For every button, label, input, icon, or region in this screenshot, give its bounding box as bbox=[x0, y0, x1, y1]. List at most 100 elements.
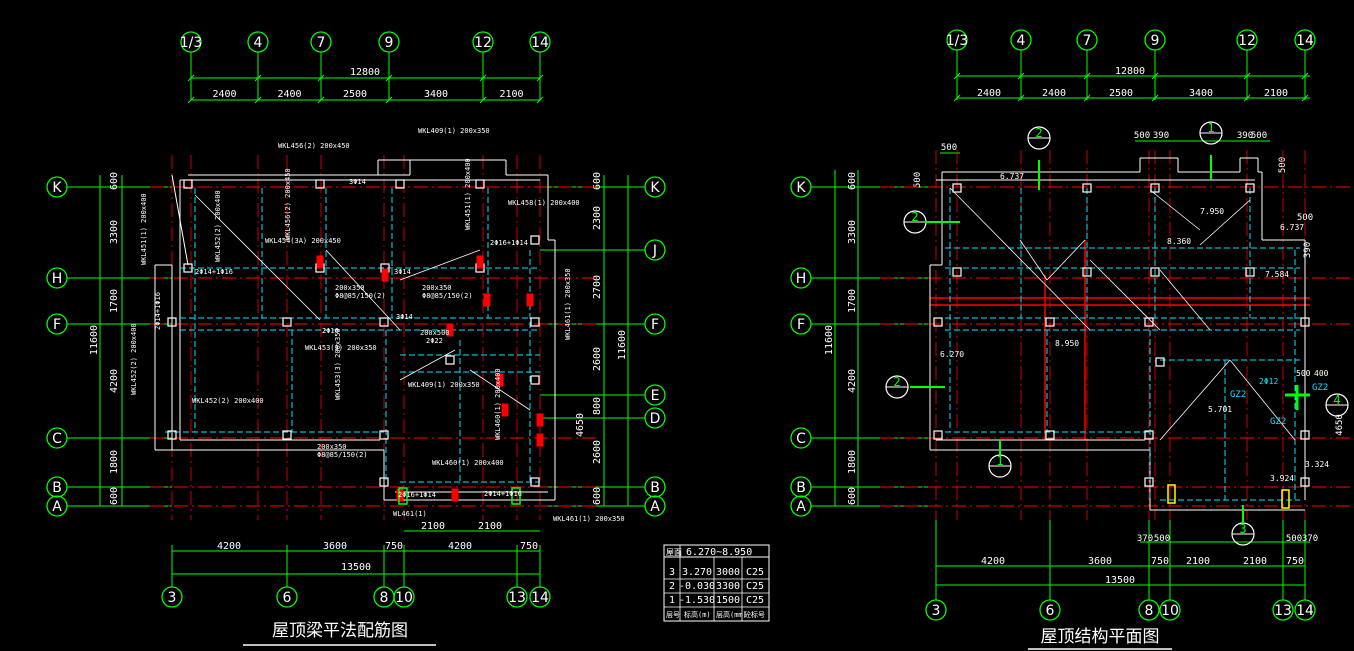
left-top-dim: 2400 bbox=[212, 89, 236, 100]
left-beam-label: 2Φ22 bbox=[426, 337, 443, 345]
right-top-axis-label: 9 bbox=[1151, 33, 1160, 49]
right-gz-label: GZ2 bbox=[1270, 417, 1286, 427]
left-beam-label: WKL460(1) 200x400 bbox=[494, 368, 502, 440]
section-mark-label: 4 bbox=[1333, 393, 1340, 407]
section-mark-label: 2 bbox=[1035, 126, 1042, 140]
right-note: 400 bbox=[1314, 369, 1329, 378]
left-diagonal bbox=[194, 194, 321, 321]
right-top-dim: 2400 bbox=[977, 88, 1001, 99]
left-beam-label: 2Φ14+1Φ16 bbox=[154, 292, 162, 330]
drawing-line bbox=[479, 74, 487, 82]
table-footer: 标高(m) bbox=[684, 610, 711, 619]
left-bottom-dim: 4200 bbox=[217, 541, 241, 552]
drawing-line bbox=[254, 96, 262, 104]
right-bottom-axis-label: 14 bbox=[1296, 603, 1314, 619]
left-column bbox=[167, 317, 177, 327]
right-top-axis-label: 12 bbox=[1238, 33, 1256, 49]
left-beam-label: 2Φ16+1Φ14 bbox=[398, 491, 436, 499]
drawing-line bbox=[1083, 94, 1091, 102]
right-title: 屋顶结构平面图 bbox=[1041, 627, 1160, 647]
table-cell: -0.030 bbox=[679, 581, 715, 592]
left-rebar-mark bbox=[381, 268, 389, 282]
right-side-small: 500 bbox=[1278, 157, 1288, 173]
left-bottom-axis-label: 6 bbox=[283, 590, 292, 606]
left-beam-label: WKL454(3A) 200x450 bbox=[265, 237, 341, 245]
right-column bbox=[1245, 183, 1255, 193]
table-cell: C25 bbox=[746, 595, 764, 606]
right-left-axis-label: K bbox=[796, 180, 806, 196]
right-left-dim: 3300 bbox=[847, 220, 858, 244]
left-beam-label: WKL453(3) 200x350 bbox=[305, 344, 377, 352]
left-right-axis-label: D bbox=[650, 411, 661, 427]
right-gz bbox=[1281, 489, 1290, 509]
left-title: 屋顶梁平法配筋图 bbox=[272, 621, 408, 641]
right-elevation: 6.270 bbox=[940, 350, 964, 359]
left-column bbox=[167, 430, 177, 440]
left-beam-label: Φ8@85/150(2) bbox=[317, 451, 368, 459]
left-beam-label: 3Φ14 bbox=[394, 268, 411, 276]
left-gz bbox=[398, 487, 408, 505]
right-column bbox=[1045, 317, 1055, 327]
left-column bbox=[530, 235, 540, 245]
left-beam-label: WKL409(1) 200x350 bbox=[408, 381, 480, 389]
right-column bbox=[1155, 357, 1165, 367]
right-column bbox=[933, 430, 943, 440]
table-cell: C25 bbox=[746, 581, 764, 592]
left-diagonal bbox=[399, 349, 456, 381]
left-column bbox=[379, 430, 389, 440]
right-elevation: 5.701 bbox=[1208, 405, 1232, 414]
left-rebar-mark bbox=[501, 403, 509, 417]
left-rebar-mark bbox=[476, 255, 484, 269]
left-top-dim: 2100 bbox=[499, 89, 523, 100]
left-right-axis-label: A bbox=[650, 499, 660, 515]
right-column bbox=[1300, 317, 1310, 327]
right-side-small: 390 bbox=[1303, 242, 1313, 258]
left-total-top: 12800 bbox=[350, 67, 380, 78]
table-cell: -1.530 bbox=[679, 595, 715, 606]
left-beam-label: 200x350 bbox=[317, 443, 347, 451]
left-beam-label: 2Φ14+1Φ16 bbox=[484, 490, 522, 498]
left-column bbox=[379, 477, 389, 487]
right-diagonal bbox=[949, 187, 1091, 331]
section-mark-label: 1 bbox=[996, 454, 1003, 468]
left-top-axis-label: 12 bbox=[474, 35, 492, 51]
left-column bbox=[395, 179, 405, 189]
left-beam-label: 200x500 bbox=[420, 329, 450, 337]
table-cell: 3000 bbox=[716, 567, 740, 578]
table-header: 屋面 bbox=[666, 548, 682, 557]
left-rebar-mark bbox=[316, 255, 324, 269]
left-top-dim: 3400 bbox=[424, 89, 448, 100]
left-column bbox=[445, 355, 455, 365]
table-footer: 层高(mm) bbox=[716, 610, 747, 619]
right-bottom-dim: 3600 bbox=[1088, 556, 1112, 567]
left-beam-label: 2Φ16+1Φ14 bbox=[490, 239, 528, 247]
right-right-extra: 4650 bbox=[1335, 414, 1345, 436]
right-left-dim: 1700 bbox=[847, 289, 858, 313]
right-bottom-axis-label: 3 bbox=[932, 603, 941, 619]
left-beam-label: WKL452(2) 200x400 bbox=[192, 397, 264, 405]
left-beam-label: 200x350 bbox=[422, 284, 452, 292]
left-column bbox=[183, 263, 193, 273]
right-note: 500 bbox=[1296, 369, 1311, 378]
left-bottom-dim: 3600 bbox=[323, 541, 347, 552]
left-beam-label: WKL452(2) 200x400 bbox=[214, 190, 222, 262]
right-note: 2Φ12 bbox=[1259, 377, 1278, 386]
section-mark-label: 2 bbox=[911, 210, 918, 224]
left-bottom-axis-label: 13 bbox=[508, 590, 526, 606]
right-bottom-dim: 750 bbox=[1151, 556, 1169, 567]
left-rebar-mark bbox=[496, 373, 504, 387]
table-cell: 3 bbox=[669, 567, 675, 578]
left-column bbox=[379, 317, 389, 327]
right-bottom-small: 370 bbox=[1302, 534, 1318, 544]
left-bottom-axis-label: 3 bbox=[168, 590, 177, 606]
left-beam-label: 200x350 bbox=[335, 284, 365, 292]
left-right-axis-label: B bbox=[650, 480, 660, 496]
right-elevation: 6.737 bbox=[1000, 172, 1024, 181]
table-footer: 砼标号 bbox=[744, 610, 765, 619]
left-beam-label: WKL452(2) 200x400 bbox=[130, 323, 138, 395]
right-bottom-small: 370 bbox=[1137, 534, 1153, 544]
left-right-axis-label: J bbox=[652, 243, 657, 259]
left-right-dim: 2600 bbox=[592, 347, 603, 371]
right-total-bottom: 13500 bbox=[1105, 575, 1135, 586]
